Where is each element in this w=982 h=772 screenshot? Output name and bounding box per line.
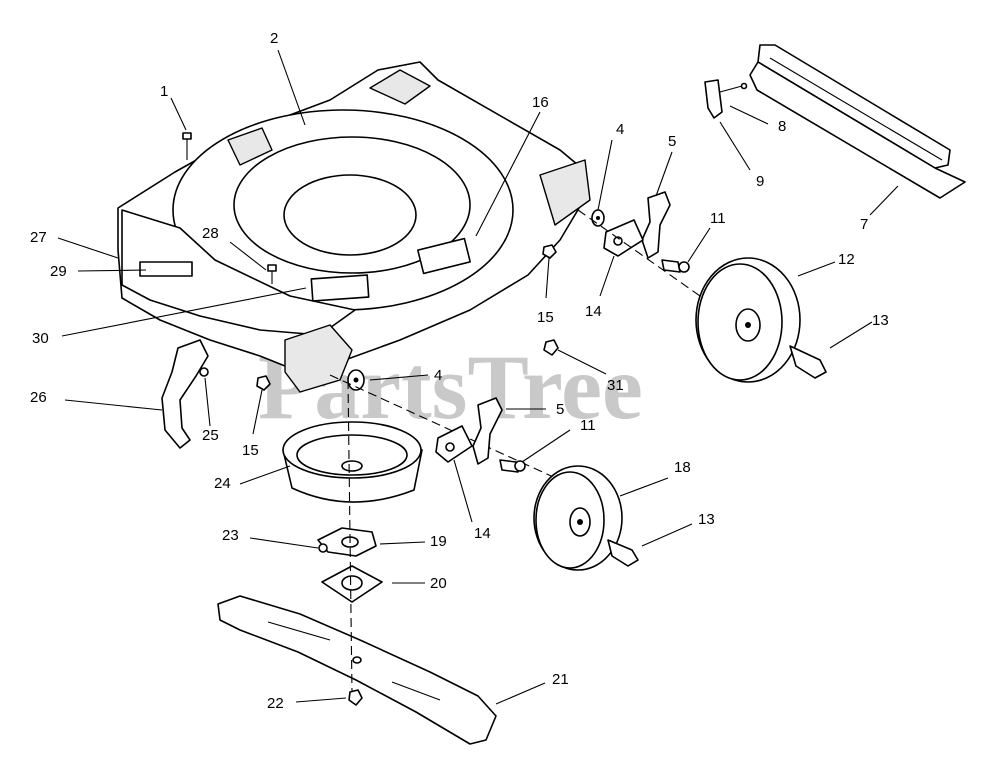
bracket-14-upper — [603, 219, 644, 257]
callout-4: 4 — [616, 121, 624, 138]
mower-deck — [117, 61, 591, 393]
callout-11: 11 — [710, 210, 726, 227]
wheel-12 — [695, 257, 801, 383]
callout-7: 7 — [860, 216, 868, 233]
hinge-pin-8 — [719, 82, 748, 93]
bracket-9 — [704, 79, 723, 119]
bolt-13-lower — [607, 539, 639, 567]
callout-30: 30 — [32, 330, 49, 347]
callout-18: 18 — [674, 459, 691, 476]
plate-20 — [321, 565, 383, 603]
callout-13: 13 — [872, 312, 889, 329]
deck-label-29 — [139, 261, 193, 277]
bolt-1 — [182, 132, 192, 160]
callout-13b: 13 — [698, 511, 715, 528]
washer-4-upper — [591, 209, 605, 227]
bolt-11-upper — [661, 259, 690, 273]
deck-label-30 — [310, 274, 370, 302]
screw-28 — [267, 264, 277, 284]
callout-25: 25 — [202, 427, 219, 444]
callout-14b: 14 — [474, 525, 491, 542]
callout-27: 27 — [30, 229, 47, 246]
bracket-26 — [161, 339, 209, 449]
screw-25 — [199, 367, 209, 377]
axis-center — [347, 379, 353, 693]
callout-21: 21 — [552, 671, 569, 688]
pulley-24 — [282, 421, 423, 503]
nut-15-upper — [542, 244, 557, 259]
callout-23: 23 — [222, 527, 239, 544]
leader-lines — [57, 49, 899, 705]
axis-upper — [577, 209, 701, 297]
callout-28: 28 — [202, 225, 219, 242]
callout-31: 31 — [607, 377, 624, 394]
callout-29: 29 — [50, 263, 67, 280]
bolt-11-lower — [499, 459, 526, 473]
callout-20: 20 — [430, 575, 447, 592]
height-lever-5-upper — [641, 191, 671, 259]
callout-11b: 11 — [580, 417, 596, 434]
callout-24: 24 — [214, 475, 231, 492]
wheel-18 — [533, 465, 623, 571]
nut-22 — [348, 689, 363, 706]
callout-19: 19 — [430, 533, 447, 550]
callout-12: 12 — [838, 251, 855, 268]
adapter-19 — [317, 527, 377, 557]
callouts: 1 2 16 4 5 8 9 7 11 12 27 28 29 15 14 13… — [30, 30, 889, 712]
callout-15b: 15 — [242, 442, 259, 459]
nut-31 — [543, 339, 559, 356]
callout-22: 22 — [267, 695, 284, 712]
deck-label-16 — [417, 237, 471, 275]
bolt-23 — [318, 543, 328, 553]
callout-8: 8 — [778, 118, 786, 135]
bolt-13-upper — [789, 345, 827, 379]
bracket-14-lower — [435, 425, 473, 463]
callout-16: 16 — [532, 94, 549, 111]
height-lever-5-lower — [472, 397, 503, 465]
callout-15: 15 — [537, 309, 554, 326]
callout-1: 1 — [160, 83, 168, 100]
callout-2: 2 — [270, 30, 278, 47]
rear-guard — [749, 44, 966, 199]
callout-5b: 5 — [556, 401, 564, 418]
blade-21 — [217, 595, 497, 745]
callout-4b: 4 — [434, 367, 442, 384]
callout-26: 26 — [30, 389, 47, 406]
callout-5: 5 — [668, 133, 676, 150]
callout-14: 14 — [585, 303, 602, 320]
nut-15-lower — [256, 375, 271, 391]
callout-9: 9 — [756, 173, 764, 190]
